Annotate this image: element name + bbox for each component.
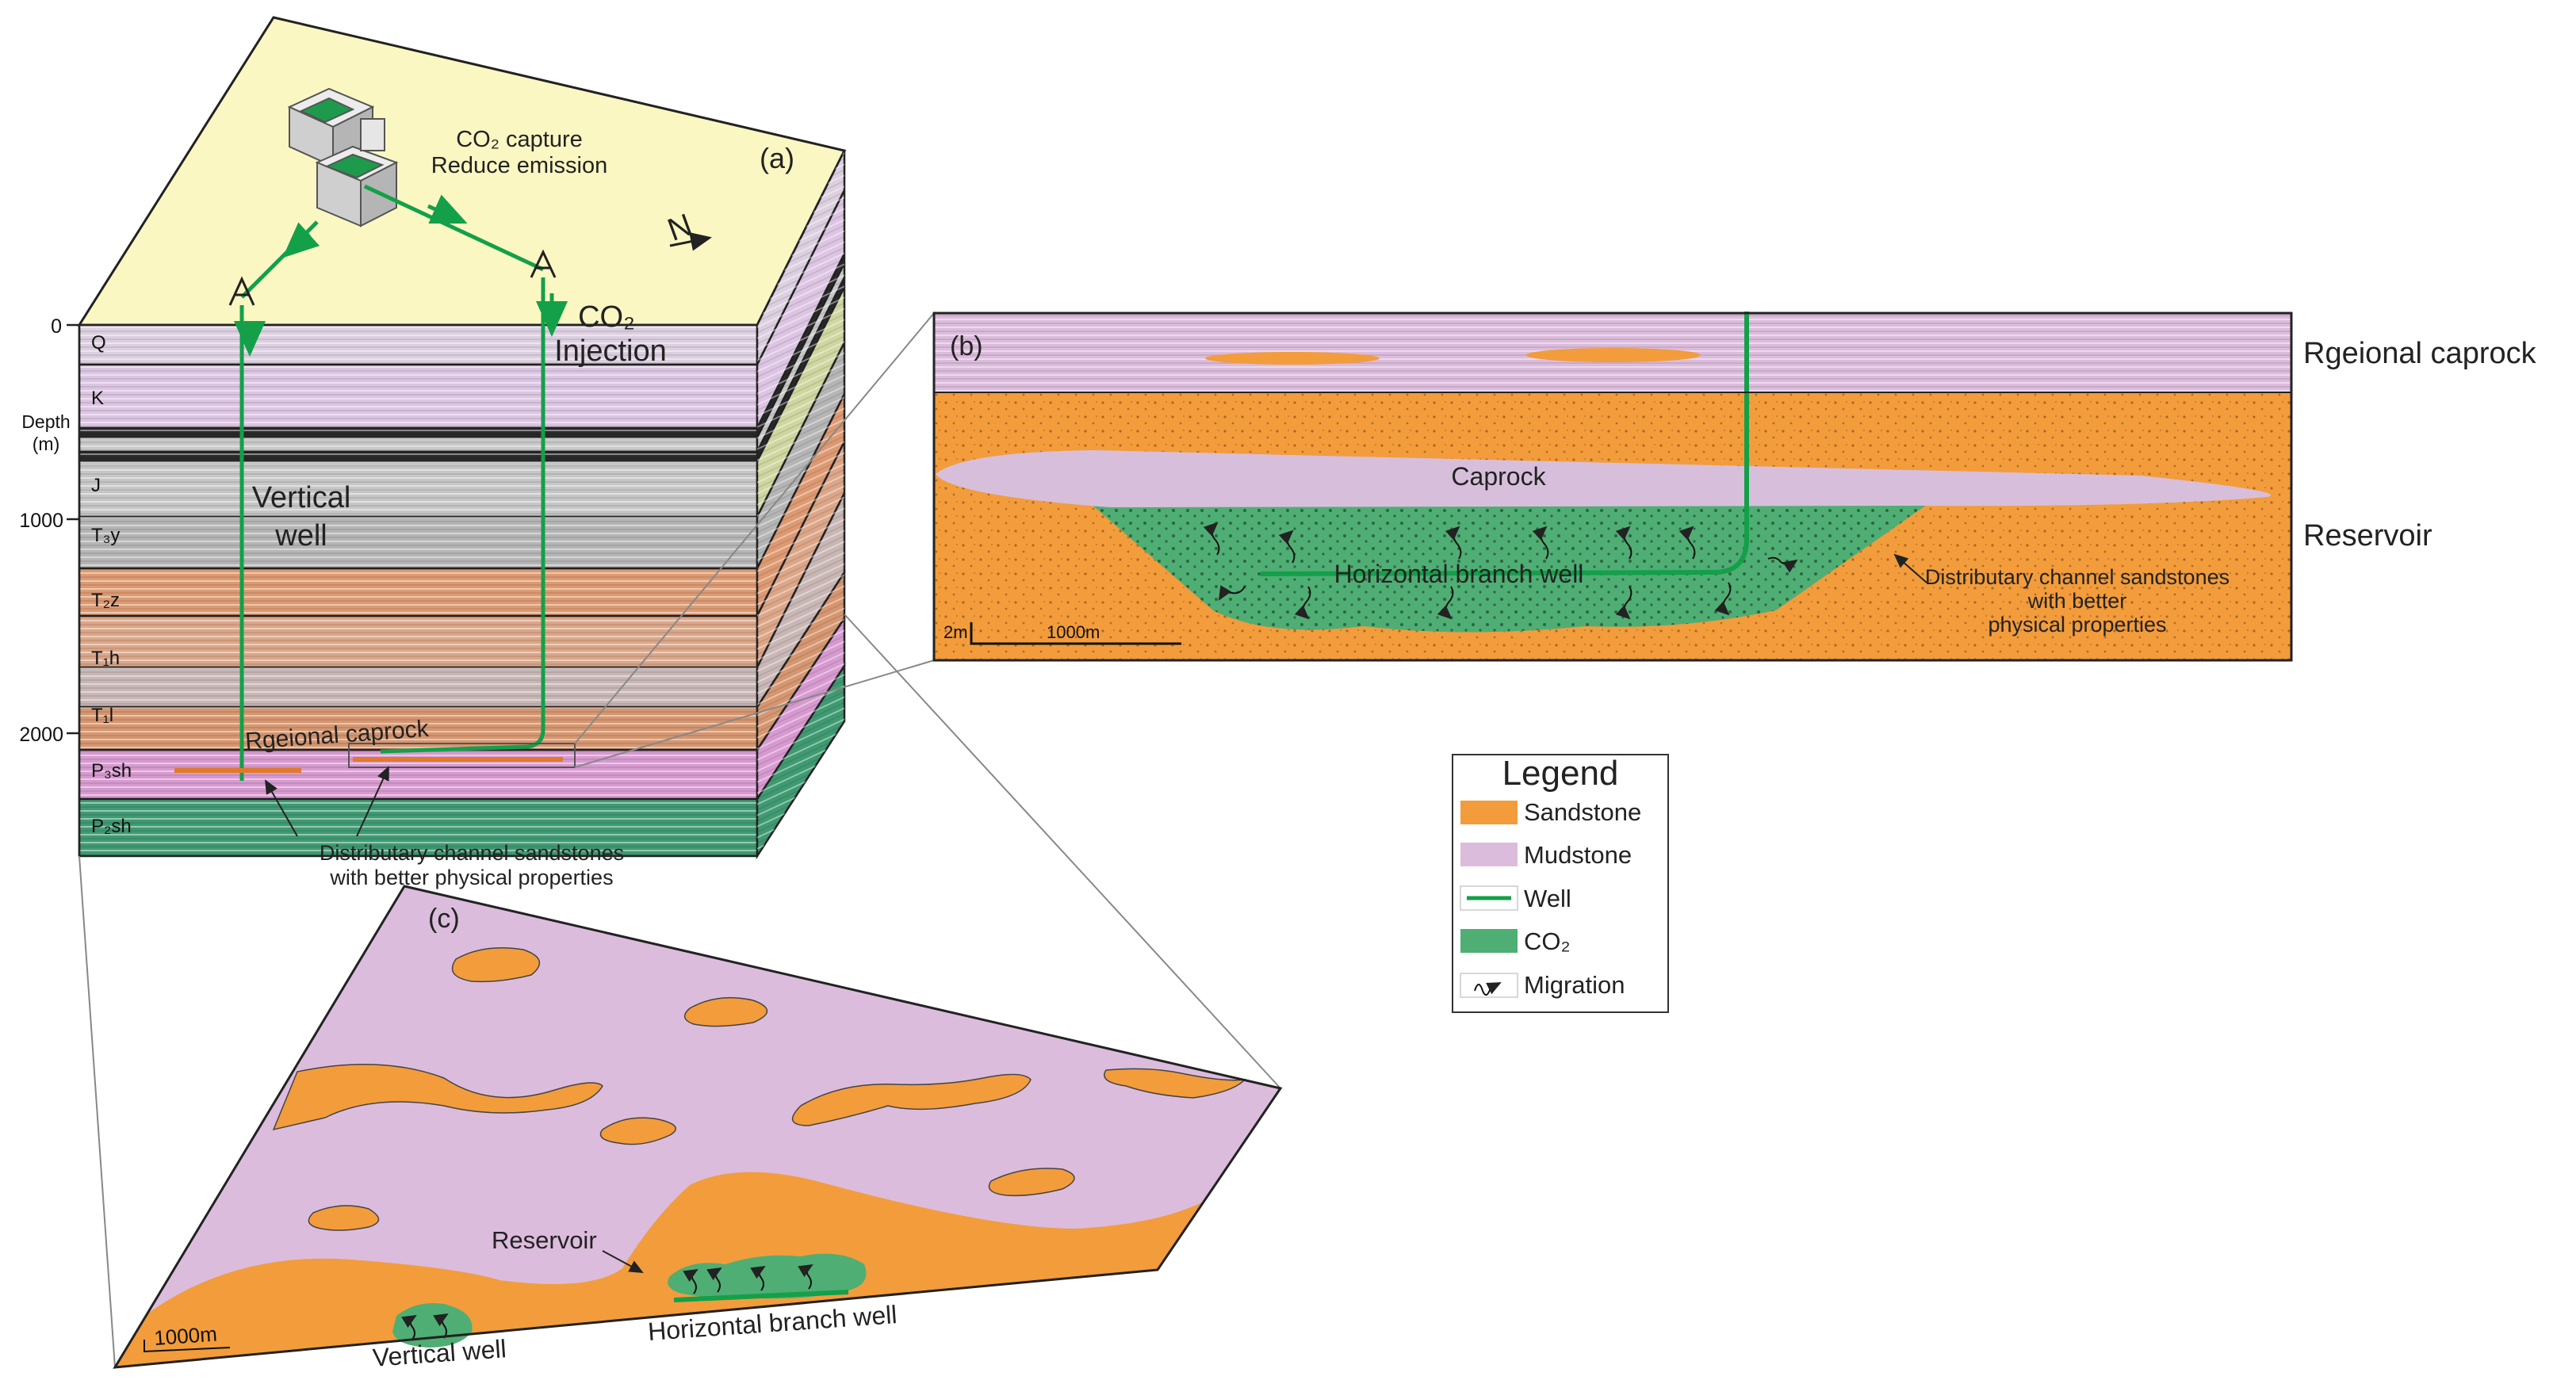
stratum-label-p2sh: P₂sh [91, 816, 132, 837]
injection-well [380, 277, 568, 754]
reservoir-sandstone-note-line3: physical properties [1988, 613, 2166, 637]
block-sandstone-note-line2: with better physical properties [329, 866, 613, 889]
caprock-sandstone-lens [174, 768, 301, 773]
legend-title: Legend [1502, 754, 1619, 793]
block-side-face [756, 150, 846, 860]
depth-axis [67, 323, 81, 856]
panel-b-source-box [348, 743, 576, 768]
plan-view-reservoir [115, 1172, 1205, 1367]
depth-tick-0: 0 [51, 315, 62, 338]
depth-tick-1000: 1000 [19, 510, 63, 532]
stratum-label-t1h: T₁h [91, 648, 120, 669]
caprock-sandstone-lens-b1 [1205, 352, 1380, 365]
panel-c-label: (c) [428, 904, 460, 934]
legend: Legend Sandstone Mudstone Well CO₂ Migra… [1452, 754, 1669, 1013]
reservoir-sandstone-note-line2: with better [2027, 589, 2127, 613]
depth-tick-2000: 2000 [19, 724, 63, 746]
stratum-label-p3sh: P₃sh [91, 760, 132, 782]
migration-arrow-icon [1460, 973, 1518, 998]
caprock-sandstone-lens-2 [353, 757, 563, 762]
capture-label-line2: Reduce emission [431, 153, 607, 178]
plan-scale-label: 1000m [153, 1322, 217, 1350]
co2-swatch-icon [1460, 929, 1518, 953]
stratum-label-t1l: T₁l [91, 705, 113, 726]
migration-arrows [1203, 522, 1798, 620]
injection-label-line1: CO₂ [578, 300, 635, 334]
block-front-face [78, 323, 759, 858]
co2-plume-horizontal [668, 1253, 867, 1299]
panel-b: (b) Caprock Horizontal branch well Distr… [932, 312, 2537, 662]
pipelines [240, 184, 545, 299]
injection-wellhead-icon [530, 249, 557, 278]
depth-axis-unit: (m) [33, 434, 59, 454]
vertical-well-label-line2: well [274, 519, 327, 552]
vertical-well-label-line1: Vertical [252, 481, 351, 514]
stratum-label-k: K [91, 388, 104, 409]
sandstone-note-leaders [265, 766, 389, 837]
stratum-label-t3y: T₃y [91, 525, 120, 546]
scale-vertical-label: 2m [944, 622, 968, 642]
vertical-wellhead-icon [228, 276, 255, 306]
callout-connectors [78, 312, 1281, 1368]
caprock-label: Caprock [1451, 462, 1546, 491]
panel-c-frame [113, 885, 1283, 1369]
stratum-label-q: Q [91, 332, 106, 354]
legend-item-mudstone: Mudstone [1524, 841, 1632, 869]
reservoir-sandstone-note-line1: Distributary channel sandstones [1925, 565, 2230, 589]
horizontal-well-label: Horizontal branch well [1334, 560, 1584, 588]
panel-c-scale-bar [144, 1340, 231, 1353]
panel-b-scale-bar [970, 622, 1181, 645]
plan-migration-arrows [401, 1264, 813, 1340]
mudstone-swatch-icon [1460, 843, 1518, 866]
capture-label-line1: CO₂ capture [456, 127, 583, 152]
legend-item-migration: Migration [1524, 971, 1625, 999]
panel-c: (c) Reservoir Horizontal branch well Ver… [113, 885, 1283, 1372]
panel-a-label: (a) [760, 142, 794, 174]
panel-a: 0 1000 2000 Depth (m) Q K J T₃y T₂z T₁h … [19, 16, 847, 889]
depth-axis-label: Depth [21, 411, 70, 432]
plan-reservoir-label: Reservoir [492, 1226, 597, 1254]
block-sandstone-note-line1: Distributary channel sandstones [320, 841, 624, 865]
sandstone-swatch-icon [1460, 801, 1518, 824]
caprock-sandstone-lens-b2 [1526, 348, 1701, 362]
vertical-well [234, 305, 266, 781]
legend-item-co2: CO₂ [1524, 927, 1571, 955]
legend-frame [1452, 754, 1669, 1013]
horizontal-branch-well [1260, 312, 1749, 576]
scale-horizontal-label: 1000m [1047, 622, 1100, 642]
caprock-lens [936, 450, 2272, 507]
horizontal-branch-well-plan [673, 1290, 849, 1302]
stratum-label-j: J [91, 475, 101, 496]
legend-item-well: Well [1524, 885, 1571, 912]
reservoir-side-label: Reservoir [2303, 519, 2432, 552]
legend-item-sandstone: Sandstone [1524, 798, 1641, 826]
regional-caprock-side-label: Rgeional caprock [2303, 337, 2537, 370]
panel-b-frame [932, 312, 2293, 662]
stratum-label-t2z: T₂z [91, 590, 120, 611]
sandstone-channels [272, 946, 1246, 1231]
panel-b-label: (b) [950, 331, 983, 361]
injection-label-line2: Injection [554, 335, 667, 368]
